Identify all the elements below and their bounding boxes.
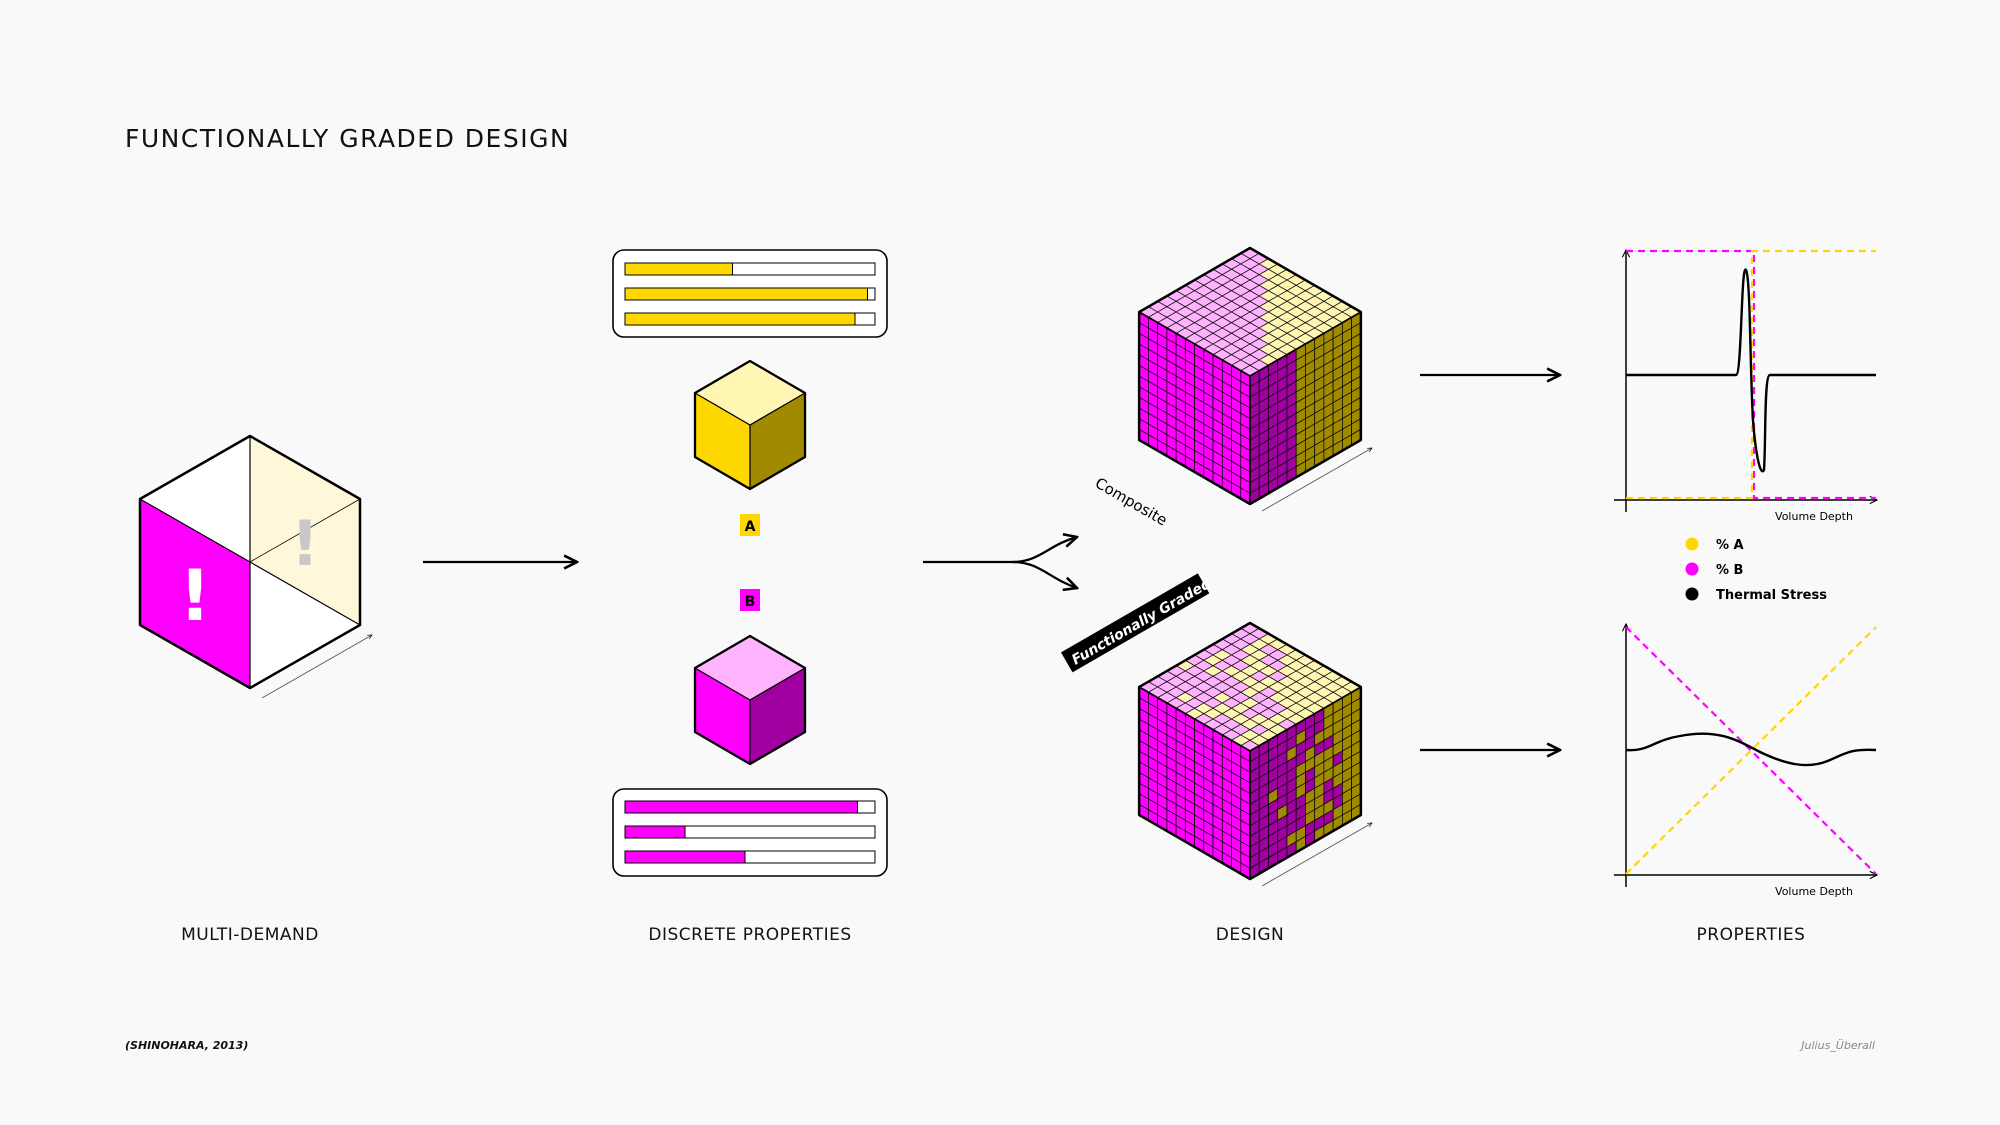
exclamation-back: ! (291, 507, 319, 580)
graph2-percent-a-line (1625, 626, 1877, 875)
graph2-percent-b-line (1625, 626, 1877, 875)
citation: (SHINOHARA, 2013) (125, 1039, 249, 1052)
caption-discrete-properties: DISCRETE PROPERTIES (648, 925, 852, 945)
material-a-label: A (745, 519, 756, 535)
legend-dot-thermal-stress (1685, 587, 1699, 601)
cube-composite-left-face (1138, 311, 1251, 505)
caption-multi-demand: MULTI-DEMAND (181, 925, 319, 945)
property-panel-b (612, 788, 888, 877)
material-a-cube (693, 359, 807, 491)
cube-graded-right-face (1249, 686, 1362, 880)
composite-label: Composite (1092, 474, 1170, 530)
graded-depth-indicator (1261, 822, 1372, 887)
legend-label-percent-b: % B (1716, 563, 1743, 578)
multi-demand-cube: ! ! (138, 434, 372, 699)
author-credit: Julius_Überall (1801, 1039, 1875, 1052)
graph1-percent-a-line (1626, 249, 1876, 500)
exclamation-front: ! (179, 555, 211, 637)
caption-design: DESIGN (1215, 925, 1285, 945)
material-b-cube (693, 634, 807, 766)
composite-depth-indicator (1261, 447, 1372, 512)
page-title: FUNCTIONALLY GRADED DESIGN (125, 124, 571, 153)
cube-composite-top-face (1138, 247, 1362, 377)
composite-properties-graph: Volume Depth (1614, 250, 1877, 523)
split-arrow (923, 537, 1077, 588)
material-a-bar-fill-2 (624, 287, 868, 301)
material-a-tag (740, 514, 760, 536)
graph2-x-label: Volume Depth (1775, 885, 1853, 898)
graded-design-cube (1137, 621, 1363, 881)
cube-composite-edges (1138, 311, 1362, 504)
material-b-label: B (745, 594, 756, 610)
graph2-thermal-stress-line (1625, 732, 1877, 767)
legend-dot-percent-a (1685, 537, 1699, 551)
cube-graded-edges (1138, 686, 1362, 879)
caption-properties: PROPERTIES (1696, 925, 1806, 945)
graph1-x-label: Volume Depth (1775, 510, 1853, 523)
graph1-percent-b-line (1626, 249, 1876, 500)
material-b-bar-fill-3 (624, 850, 746, 864)
material-a-bar-fill-3 (624, 312, 856, 326)
legend-label-percent-a: % A (1716, 538, 1744, 553)
material-b-tag (740, 589, 760, 611)
material-b-bar-fill-1 (624, 800, 858, 814)
depth-indicator (261, 634, 372, 699)
property-panel-a (612, 249, 888, 338)
material-b-bar-fill-2 (624, 825, 686, 839)
composite-design-cube (1137, 246, 1363, 506)
material-a-bar-fill-1 (624, 262, 733, 276)
legend-dot-percent-b (1685, 562, 1699, 576)
legend-label-thermal-stress: Thermal Stress (1716, 588, 1827, 603)
graded-properties-graph: Volume Depth (1614, 624, 1877, 898)
graph1-thermal-stress-line (1626, 268, 1876, 473)
legend: % A % B Thermal Stress (1685, 537, 1827, 603)
functionally-graded-label: Functionally Graded (1069, 575, 1215, 668)
